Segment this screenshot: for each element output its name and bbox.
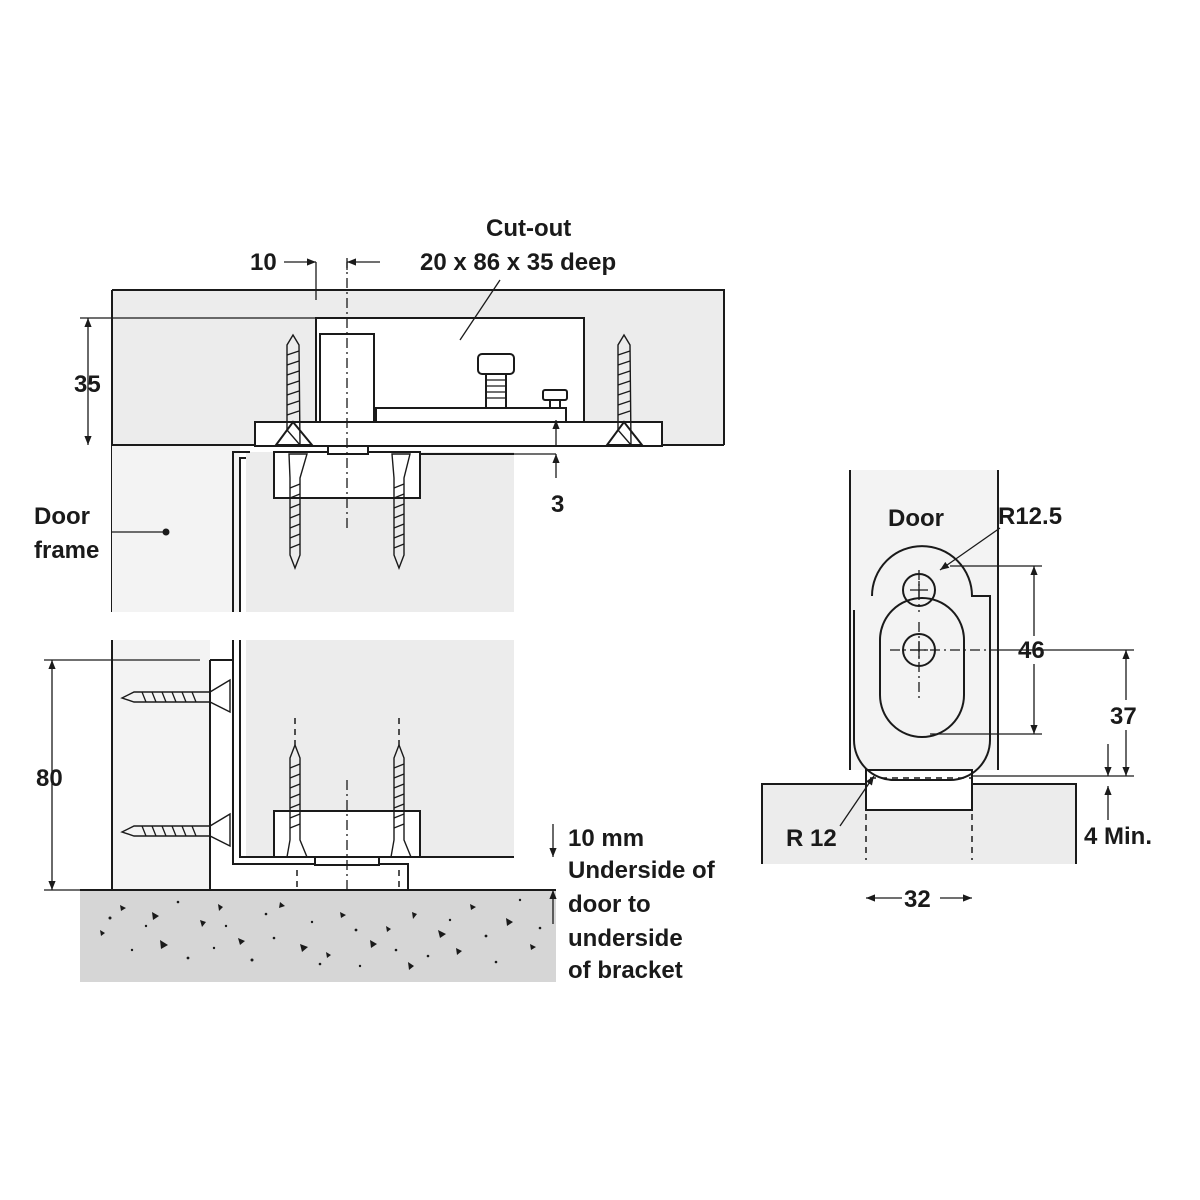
clearance-line5: of bracket [568, 957, 683, 984]
cutout-size: 20 x 86 x 35 deep [420, 249, 616, 276]
door-frame-label-1: Door [34, 503, 90, 530]
clearance-line4: underside [568, 925, 683, 952]
floor-concrete [80, 890, 556, 982]
dim-37: 37 [1110, 703, 1137, 730]
dim-80: 80 [36, 765, 63, 792]
dim-3: 3 [551, 491, 564, 518]
dim-35: 35 [74, 371, 101, 398]
cutout-title: Cut-out [486, 215, 571, 242]
base-block [865, 769, 973, 811]
door-frame-lower [112, 640, 210, 890]
clearance-line3: door to [568, 891, 651, 918]
r125-label: R12.5 [998, 503, 1062, 530]
dim-32: 32 [904, 886, 931, 913]
top-plate [254, 421, 663, 447]
screw-head-2 [605, 333, 645, 447]
door-label: Door [888, 505, 944, 532]
adjust-plate [375, 407, 567, 423]
concrete-speckles [100, 898, 542, 970]
door-frame-label-2: frame [34, 537, 99, 564]
door-frame-upper [112, 445, 240, 612]
dim-4min: 4 Min. [1084, 823, 1152, 850]
pivot-outline-r125 [853, 545, 991, 781]
side-view: 10 Cut-out 20 x 86 x 35 deep 35 3 80 Doo… [34, 215, 725, 984]
clearance-line2: Underside of [568, 857, 716, 884]
screw-lower-2 [390, 743, 413, 858]
screw-head-1 [274, 333, 315, 447]
clearance-line1: 10 mm [568, 825, 644, 852]
front-view: R12.5 R 12 46 37 4 Min. 32 Door [761, 470, 1152, 913]
screw-lower-1 [286, 743, 309, 858]
r12-label: R 12 [786, 825, 837, 852]
dim-10-top: 10 [250, 249, 277, 276]
screw-wall-2 [120, 812, 231, 848]
screw-wall-1 [120, 678, 231, 714]
adjust-bolt-head [477, 353, 515, 375]
screw-door-2 [391, 453, 411, 570]
screw-door-1 [288, 453, 308, 570]
door-leaf [850, 470, 998, 770]
pivot-slot [879, 597, 965, 738]
